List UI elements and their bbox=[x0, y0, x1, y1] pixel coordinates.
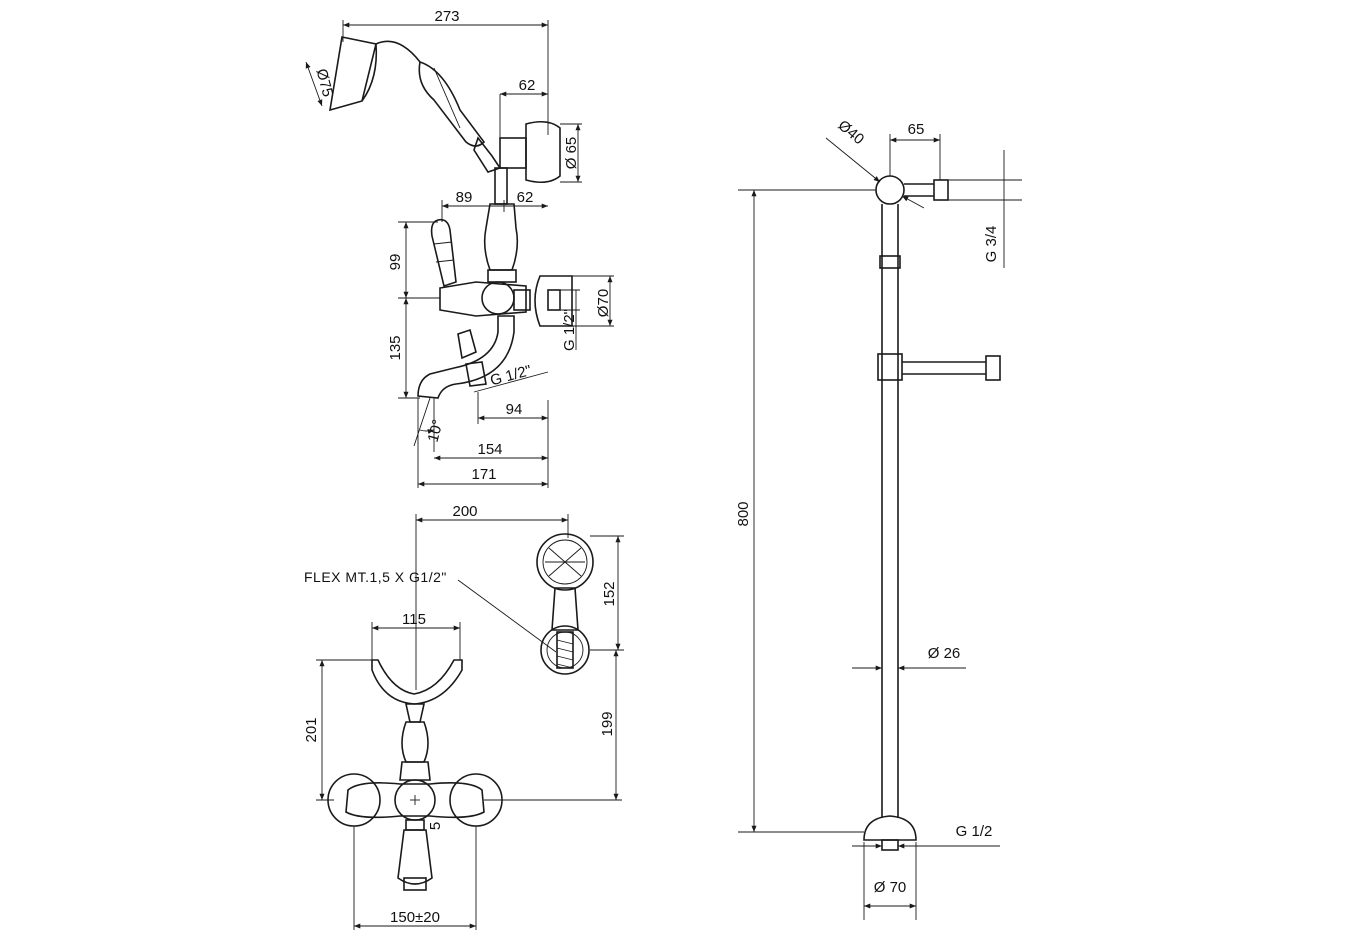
label-holder-diameter: Ø 65 bbox=[563, 137, 580, 170]
label-rail-tube-diameter: Ø 26 bbox=[928, 645, 961, 662]
label-body-offset: 62 bbox=[517, 189, 534, 206]
label-holder-offset: 62 bbox=[519, 77, 536, 94]
label-reach-154: 154 bbox=[477, 441, 502, 458]
label-head-diameter: Ø75 bbox=[312, 67, 336, 99]
front-view: 200 152 FLEX MT.1,5 X G1/2" 115 bbox=[303, 503, 624, 930]
label-rail-thread: G 3/4 bbox=[983, 226, 1000, 263]
label-centres: 150±20 bbox=[390, 909, 440, 926]
side-view: 273 Ø75 62 Ø 65 bbox=[305, 8, 614, 488]
label-flex-hose: FLEX MT.1,5 X G1/2" bbox=[304, 569, 447, 585]
label-hand-shower-span: 200 bbox=[452, 503, 477, 520]
label-inlet-thread: G 1/2" bbox=[561, 309, 578, 351]
label-cradle-width: 115 bbox=[402, 611, 426, 628]
handshower-icon: Ø75 bbox=[305, 36, 502, 173]
label-spout-angle: 10° bbox=[425, 418, 447, 444]
label-rail-arm-offset: 65 bbox=[908, 121, 925, 138]
label-rail-length: 800 bbox=[735, 501, 752, 526]
label-hose-connection: G 1/2" bbox=[488, 362, 533, 389]
mixer-icon bbox=[417, 167, 573, 399]
label-hand-shower-height: 152 bbox=[601, 581, 618, 606]
holder: 62 Ø 65 bbox=[499, 77, 582, 184]
label-rail-base-diameter: Ø 70 bbox=[874, 879, 907, 896]
label-flange-diameter: Ø70 bbox=[595, 289, 612, 317]
label-273: 273 bbox=[434, 8, 459, 25]
dim-handshower-width: 273 bbox=[342, 8, 549, 135]
label-rail-bottom-thread: G 1/2 bbox=[956, 823, 993, 840]
label-spout-drop: 135 bbox=[387, 335, 404, 360]
rail-dimensions: Ø40 65 G 3/4 800 Ø 26 G 1/2 Ø 70 bbox=[735, 117, 1022, 920]
riser-rail-icon bbox=[863, 175, 1001, 851]
label-cradle-height: 201 bbox=[303, 717, 320, 742]
handshower-front-icon bbox=[536, 533, 594, 675]
label-lever-offset: 89 bbox=[456, 189, 473, 206]
label-hose-outlet-offset: 94 bbox=[506, 401, 523, 418]
label-lever-height: 99 bbox=[387, 254, 404, 271]
label-mounting-height: 199 bbox=[599, 711, 616, 736]
label-rail-top-diameter: Ø40 bbox=[835, 117, 868, 148]
label-offset-5: 5 bbox=[427, 822, 444, 830]
label-reach-171: 171 bbox=[471, 466, 496, 483]
